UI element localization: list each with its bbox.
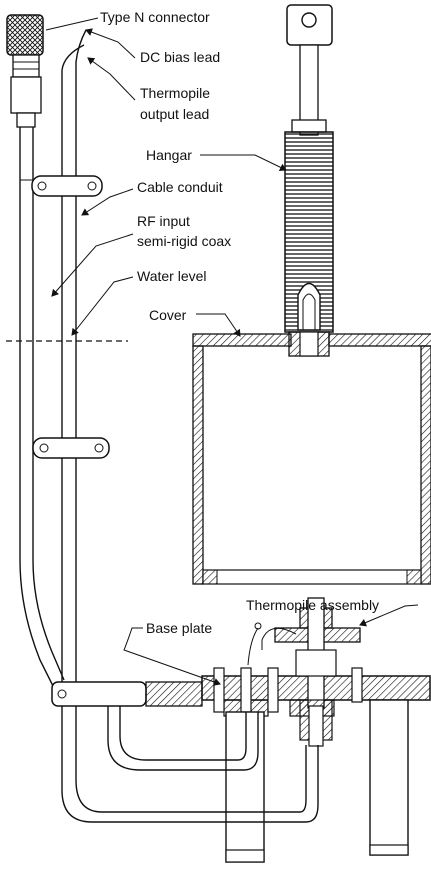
cover [192,333,431,585]
rf-input-coax [19,127,65,691]
label-thermopile-output-2: output lead [140,106,209,122]
thermopile-assembly [247,597,361,747]
type-n-connector [6,14,44,128]
labels: Type N connector DC bias lead Thermopile… [100,9,379,636]
label-type-n-connector: Type N connector [100,9,210,25]
label-base-plate: Base plate [146,620,212,636]
hangar [284,4,334,357]
label-cover: Cover [149,307,187,323]
label-rf-input-2: semi-rigid coax [137,233,231,249]
conduit-clamp-lower [32,437,110,459]
label-water-level: Water level [137,268,207,284]
conduit-clamp-upper [20,175,103,197]
label-thermopile-output-1: Thermopile [140,85,210,101]
label-dc-bias-lead: DC bias lead [140,49,220,65]
cable-conduit [61,29,87,690]
label-hangar: Hangar [146,147,192,163]
leader-lines [45,17,419,686]
support-legs [225,699,409,863]
label-cable-conduit: Cable conduit [137,179,223,195]
label-thermopile-assembly: Thermopile assembly [246,597,379,613]
tubing-loops [61,706,319,823]
label-rf-input-1: RF input [137,213,190,229]
